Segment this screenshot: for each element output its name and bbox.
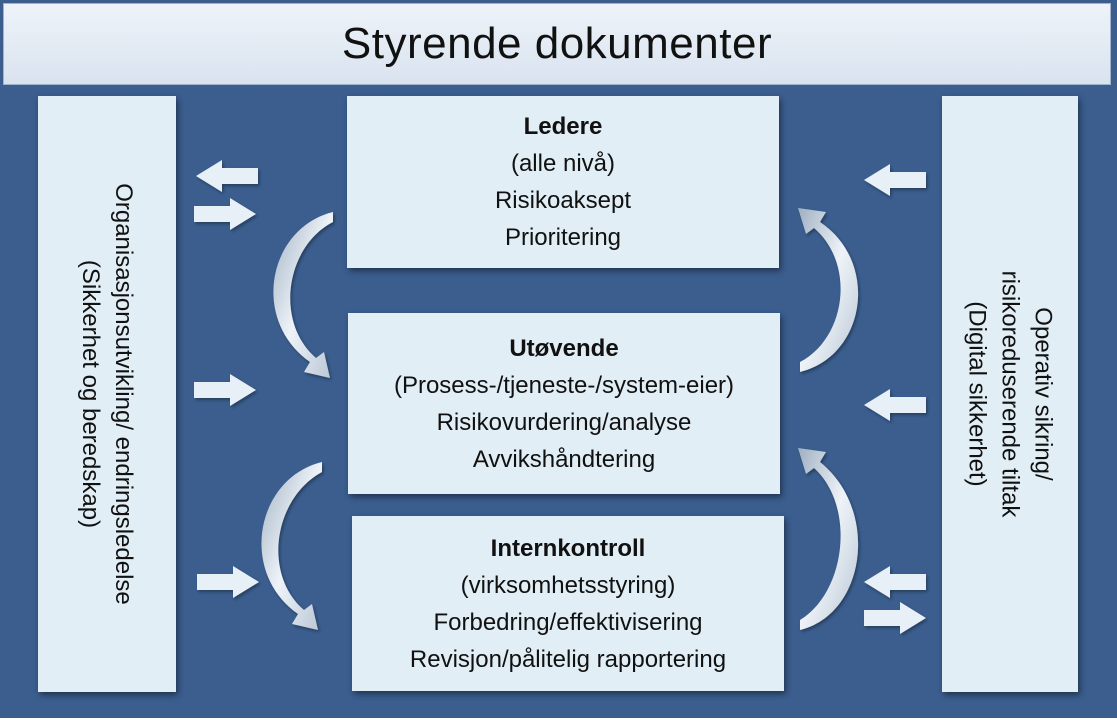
box-internkontroll-line-2: Forbedring/effektivisering (433, 608, 703, 636)
arrow-right-icon (194, 198, 256, 230)
box-ledere-heading: Ledere (523, 113, 603, 140)
bottom-edge (0, 718, 1117, 722)
curved-arrow-icon (273, 212, 333, 378)
arrow-right-icon (864, 602, 926, 634)
box-ledere-line-1: (alle nivå) (510, 150, 616, 177)
arrow-right-icon (194, 374, 256, 406)
box-ledere: Ledere (alle nivå) Risikoaksept Priorite… (347, 96, 779, 268)
box-internkontroll-line-1: (virksomhetsstyring) (460, 571, 676, 599)
box-utovende-line-1: (Prosess-/tjeneste-/system-eier) (393, 371, 735, 399)
curved-arrow-icon (261, 462, 322, 630)
curved-arrow-icon (798, 448, 859, 630)
arrow-right-icon (197, 566, 259, 598)
box-internkontroll: Internkontroll (virksomhetsstyring) Forb… (352, 516, 784, 691)
box-ledere-line-3: Prioritering (504, 224, 622, 251)
arrow-left-icon (196, 160, 258, 192)
box-internkontroll-line-3: Revisjon/pålitelig rapportering (409, 645, 727, 673)
diagram-title: Styrende dokumenter (341, 19, 773, 68)
box-utovende-heading: Utøvende (509, 334, 619, 362)
box-ledere-line-2: Risikoaksept (494, 187, 632, 214)
box-utovende-line-3: Avvikshåndtering (472, 445, 656, 473)
box-internkontroll-heading: Internkontroll (490, 534, 646, 562)
arrow-left-icon (864, 164, 926, 196)
arrow-left-icon (864, 566, 926, 598)
right-panel-operativ-sikring: Operativ sikring/ risikoreduserende tilt… (942, 96, 1078, 692)
box-utovende: Utøvende (Prosess-/tjeneste-/system-eier… (348, 313, 780, 494)
arrow-left-icon (864, 389, 926, 421)
curved-arrow-icon (798, 208, 859, 372)
left-panel-organisasjonsutvikling: Organisasjonsutvikling/ endringsledelse … (38, 96, 176, 692)
title-banner: Styrende dokumenter (3, 3, 1111, 85)
box-utovende-line-2: Risikovurdering/analyse (436, 408, 692, 436)
